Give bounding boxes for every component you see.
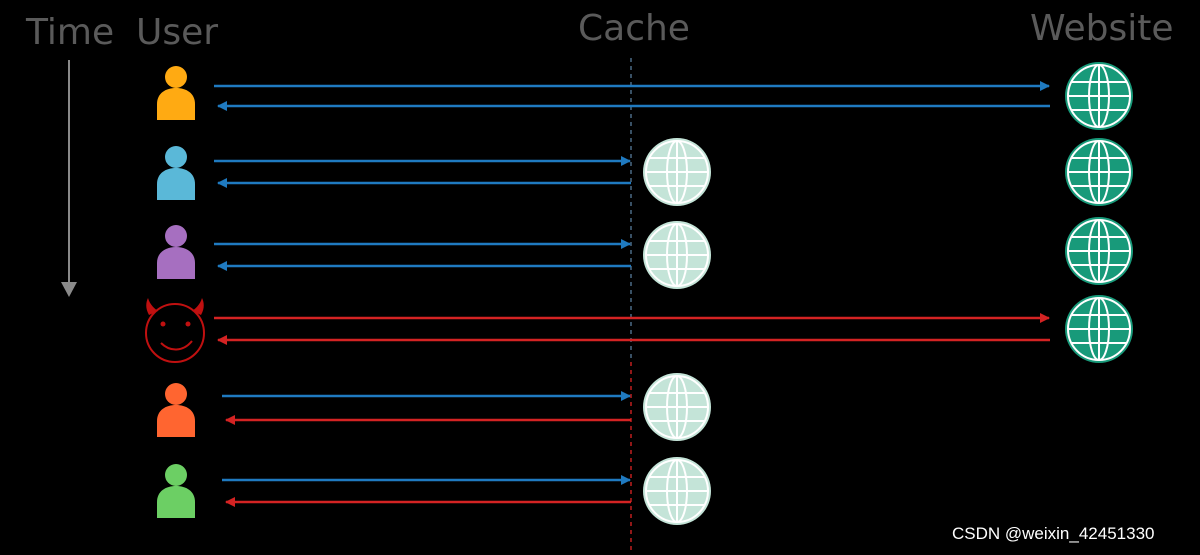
cache-label: Cache (578, 8, 690, 49)
person-icon (157, 464, 195, 518)
website-label: Website (1030, 8, 1174, 49)
cache-globe-icon (643, 457, 711, 525)
person-icon (157, 383, 195, 437)
person-icon (157, 225, 195, 279)
website-globe-icon (1065, 295, 1133, 363)
watermark: CSDN @weixin_42451330 (952, 524, 1155, 543)
website-globe-icon (1065, 62, 1133, 130)
user-label: User (136, 12, 219, 53)
time-axis (61, 60, 77, 297)
person-icon (157, 66, 195, 120)
website-globe-icon (1065, 138, 1133, 206)
person-icon (157, 146, 195, 200)
website-globe-icon (1065, 217, 1133, 285)
time-label: Time (26, 12, 115, 53)
cache-globe-icon (643, 373, 711, 441)
cache-globe-icon (643, 221, 711, 289)
cache-globe-icon (643, 138, 711, 206)
devil-icon (145, 298, 205, 363)
